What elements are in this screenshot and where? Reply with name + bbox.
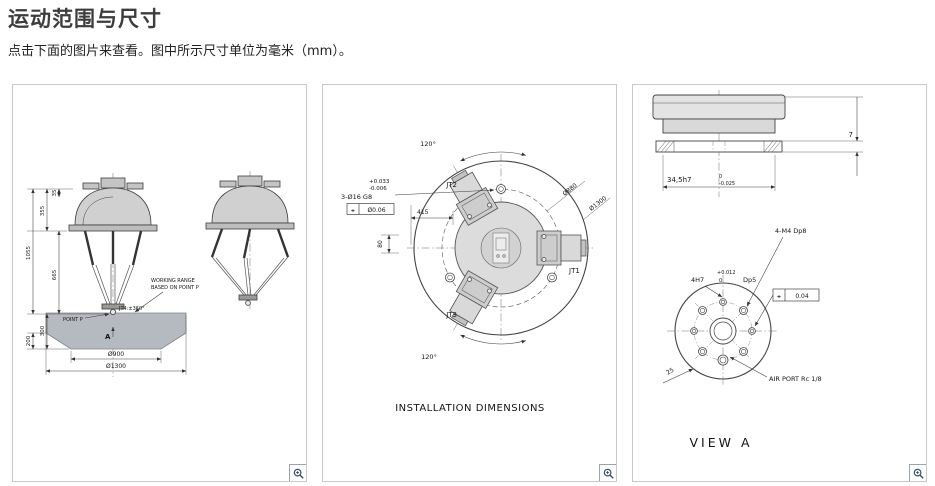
linear-dimensions (381, 205, 454, 254)
installation-caption: INSTALLATION DIMENSIONS (395, 403, 545, 414)
zoom-button[interactable] (599, 464, 616, 481)
shaft-tol-lower: -0.025 (719, 181, 735, 187)
figure-motion-range[interactable]: 35 355 1055 665 300 200 Ø900 Ø1300 WORKI… (12, 84, 307, 482)
robot-body-top-view (443, 165, 587, 331)
motion-range-drawing: 35 355 1055 665 300 200 Ø900 Ø1300 WORKI… (26, 171, 295, 377)
flange-drawing: 34,5h7 0 -0.025 7 4-M4 Dp8 4H7 +0.012 0 … (652, 90, 863, 450)
thickness-label: 7 (849, 131, 853, 139)
view-a-caption: VIEW A (689, 435, 752, 450)
mounting-holes (445, 184, 557, 283)
zoom-button[interactable] (909, 464, 926, 481)
angle-label-top: 120° (420, 140, 436, 148)
gdt-frame (772, 288, 820, 302)
h7-tol-lower: 0 (719, 278, 722, 284)
label-jt2: JT2 (445, 181, 457, 189)
robot-front-view (68, 177, 158, 315)
figure-flange-view-a[interactable]: 34,5h7 0 -0.025 7 4-M4 Dp8 4H7 +0.012 0 … (632, 84, 927, 482)
angle-label-bottom: 120° (421, 353, 437, 361)
angle-dimensions (460, 151, 527, 345)
h7-depth: Dp5 (743, 276, 756, 284)
figure-installation-dimensions[interactable]: 120° 120° +0.033 -0.006 3-Ø16 G8 ⌖ Ø0.06… (322, 84, 617, 482)
label-jt1: JT1 (568, 267, 580, 275)
dim-label-355: 355 (40, 205, 46, 216)
dim-label-415: 415 (417, 209, 429, 216)
dim-label-200: 200 (26, 335, 32, 346)
thickness-dimension (783, 96, 863, 176)
label-jt3: JT3 (445, 311, 457, 319)
hole-tol-minus: -0.006 (369, 186, 387, 192)
zoom-button[interactable] (289, 464, 306, 481)
magnifier-icon (293, 468, 304, 479)
dim-label-80: 80 (377, 240, 384, 248)
diameter-extensions (546, 180, 611, 221)
dim-label-300: 300 (40, 325, 46, 336)
magnifier-icon (603, 468, 614, 479)
m4-callout: 4-M4 Dp8 (775, 227, 807, 235)
gdt-value: 0.04 (795, 293, 809, 300)
hole-callout-leader (394, 188, 495, 196)
section-hatching (656, 140, 782, 153)
h7-callout: 4H7 (691, 276, 704, 284)
label-point-p: POINT P (63, 317, 83, 323)
flange-face-view (667, 275, 779, 387)
shaft-dim-label: 34,5h7 (667, 176, 691, 184)
shaft-tol-upper: 0 (719, 174, 722, 180)
gdt-symbol: ⌖ (777, 293, 781, 301)
robot-side-view (205, 175, 295, 306)
label-working-range-1: WORKING RANGE (151, 278, 195, 284)
gdt-symbol: ⌖ (351, 206, 355, 214)
dim-label-1055: 1055 (26, 246, 32, 260)
label-jt4: JT4:±360° (118, 306, 145, 312)
h7-holes (690, 298, 756, 366)
wrist-side-view (652, 90, 786, 197)
dia-label-1300: Ø1300 (588, 195, 608, 213)
hole-callout: 3-Ø16 G8 (341, 193, 372, 201)
gdt-value: Ø0.06 (367, 207, 385, 214)
page-title: 运动范围与尺寸 (8, 7, 162, 31)
dimension-lines (31, 188, 187, 373)
dim-label-665: 665 (52, 269, 58, 280)
gdt-frame (346, 203, 395, 215)
magnifier-icon (913, 468, 924, 479)
dim-label-35: 35 (52, 189, 58, 196)
dim-label-25: 25 (665, 367, 675, 377)
shaft-dimension (662, 155, 776, 191)
air-port-label: AIR PORT Rc 1/8 (769, 375, 822, 383)
m4-holes (698, 306, 748, 356)
label-view-a-arrow: A (105, 333, 111, 341)
h7-tol-upper: +0.012 (717, 270, 736, 276)
leader-lines (84, 291, 164, 337)
figure-row: 35 355 1055 665 300 200 Ø900 Ø1300 WORKI… (12, 84, 927, 482)
label-working-range-2: BASED ON POINT P (151, 285, 199, 291)
hole-tol-plus: +0.033 (369, 179, 390, 185)
leader-lines (662, 236, 784, 384)
dim-label-dia900: Ø900 (108, 351, 124, 358)
dim-label-dia1300: Ø1300 (106, 363, 126, 370)
installation-dimensions-drawing: 120° 120° +0.033 -0.006 3-Ø16 G8 ⌖ Ø0.06… (341, 140, 611, 414)
page-subtitle: 点击下面的图片来查看。图中所示尺寸单位为毫米（mm）。 (8, 44, 352, 59)
